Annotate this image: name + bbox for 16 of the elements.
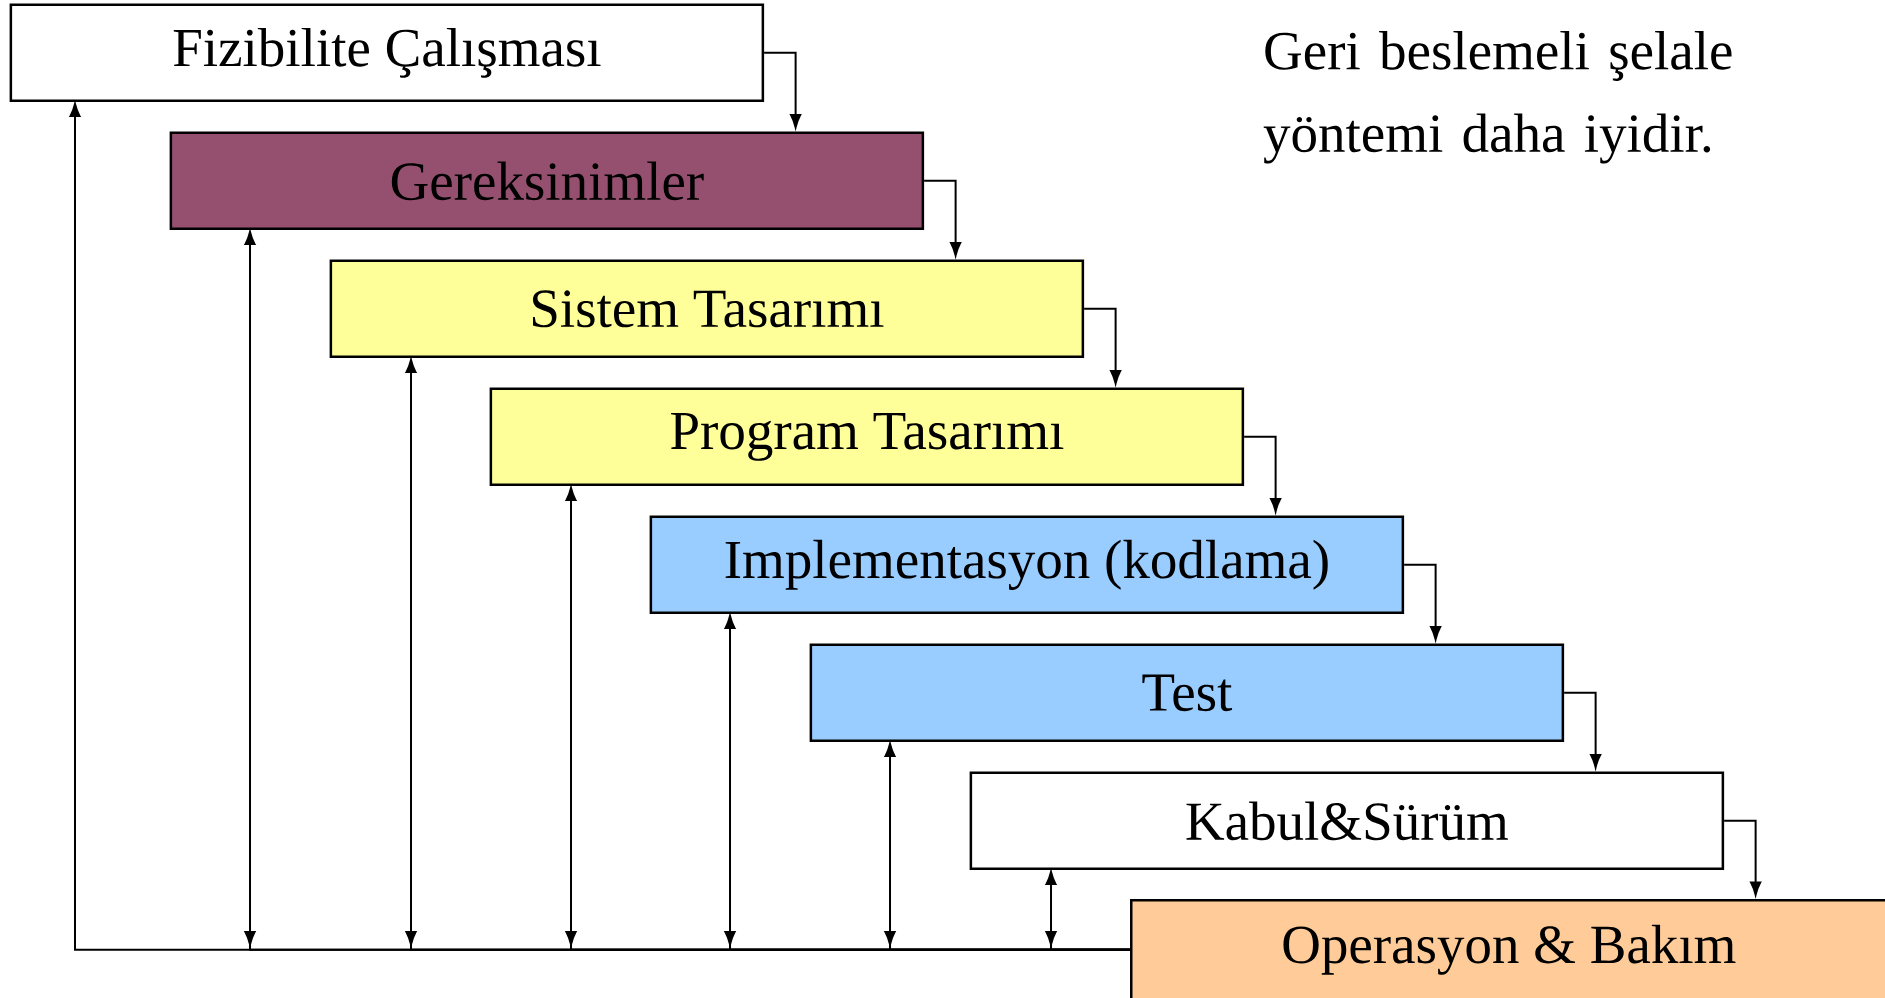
note-text: Geri beslemeli şelale yöntemi daha iyidir. [1263, 31, 1732, 164]
arrow [1403, 563, 1442, 641]
stage-box: Implementasyon (kodlama) [649, 515, 1405, 615]
arrow [1045, 870, 1131, 951]
stage-box: Sistem Tasarımı [329, 259, 1085, 359]
arrow [763, 51, 802, 129]
arrow [1083, 307, 1122, 385]
stage-box: Test [809, 643, 1565, 743]
stage-box: Kabul&Sürüm [969, 771, 1725, 871]
arrow [923, 179, 962, 257]
stage-box: Fizibilite Çalışması [9, 3, 765, 103]
arrow [1243, 435, 1282, 513]
stage-box: Program Tasarımı [489, 387, 1245, 487]
stage-box: Operasyon & Bakım [1130, 899, 1885, 998]
arrow [1563, 691, 1602, 769]
stage-box: Gereksinimler [169, 131, 925, 231]
